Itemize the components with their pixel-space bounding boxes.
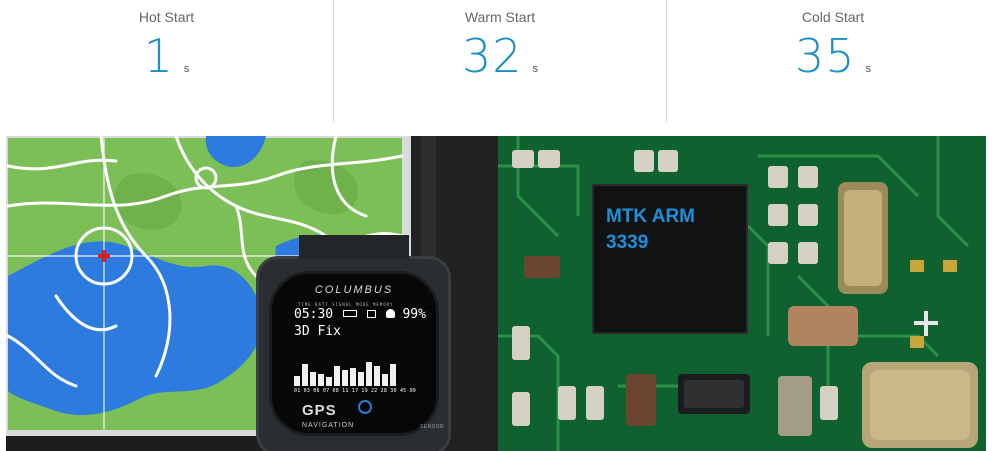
watch-display: COLUMBUS TIME BATT SIGNAL MODE MEMORY 05…: [269, 271, 444, 436]
satellite-icon: [358, 400, 372, 414]
watch-time: 05:30 99%: [294, 308, 426, 322]
stat-value-group: 35 s: [667, 30, 999, 82]
stat-value-group: 32 s: [334, 30, 666, 82]
gps-watch: COLUMBUS TIME BATT SIGNAL MODE MEMORY 05…: [256, 235, 451, 451]
signal-bar: [318, 374, 324, 386]
signal-bar: [326, 377, 332, 386]
satellite-ids: 01 03 06 07 08 11 17 19 22 28 30 45 99: [294, 388, 416, 394]
map-watch-photo: COLUMBUS TIME BATT SIGNAL MODE MEMORY 05…: [6, 136, 498, 451]
signal-icon: [366, 310, 376, 318]
signal-bar: [342, 370, 348, 386]
watch-sensor-label: SENSOR: [420, 424, 445, 430]
stat-value: 32: [461, 29, 523, 83]
signal-bar: [374, 366, 380, 386]
watch-navigation-label: NAVIGATION: [302, 422, 355, 429]
stat-value: 1: [143, 29, 174, 83]
stat-label: Hot Start: [138, 9, 195, 25]
mtk-chip: MTK ARM 3339: [592, 184, 748, 334]
stat-value: 35: [794, 29, 856, 83]
signal-bar: [310, 372, 316, 386]
signal-bar: [358, 372, 364, 386]
signal-bar: [350, 368, 356, 386]
watch-strap: [299, 235, 409, 259]
watch-status-labels: TIME BATT SIGNAL MODE MEMORY: [298, 302, 394, 307]
signal-bar: [366, 362, 372, 386]
signal-bar: [294, 376, 300, 386]
satellite-signal-bars: [294, 356, 424, 386]
signal-bar: [334, 366, 340, 386]
chip-label: MTK ARM 3339: [606, 206, 695, 253]
signal-bar: [390, 364, 396, 386]
stat-unit: s: [183, 63, 190, 75]
watch-fix-status: 3D Fix: [294, 324, 341, 339]
watch-gps-label: GPS: [302, 402, 337, 419]
hero-banner: COLUMBUS TIME BATT SIGNAL MODE MEMORY 05…: [6, 136, 986, 451]
stat-cold-start: Cold Start 35 s: [666, 0, 999, 122]
stat-label: Warm Start: [464, 9, 536, 25]
signal-bar: [302, 364, 308, 386]
user-mode-icon: [385, 309, 395, 318]
battery-icon: [342, 310, 357, 317]
stat-label: Cold Start: [801, 9, 865, 25]
signal-bar: [382, 374, 388, 386]
stat-warm-start: Warm Start 32 s: [333, 0, 666, 122]
pcb-photo: MTK ARM 3339: [498, 136, 986, 451]
watch-brand: COLUMBUS: [314, 284, 394, 296]
stat-unit: s: [865, 63, 872, 75]
stat-unit: s: [532, 63, 539, 75]
watch-time-value: 05:30: [294, 307, 334, 322]
watch-battery-pct: 99%: [402, 307, 426, 322]
